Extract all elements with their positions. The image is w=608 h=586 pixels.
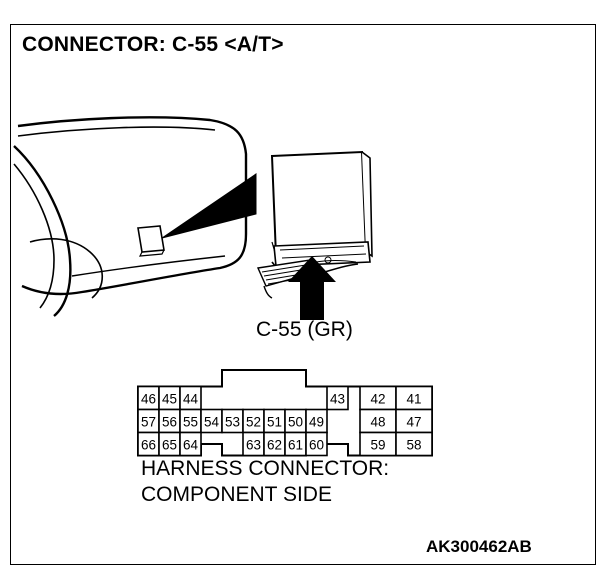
pin-number-47: 47 [406,415,421,430]
pin-number-65: 65 [162,438,177,453]
pin-cell-64 [179,431,202,457]
pin-number-59: 59 [370,438,385,453]
pin-number-44: 44 [183,392,199,407]
pin-number-64: 64 [183,438,199,453]
pin-number-43: 43 [330,392,345,407]
pin-number-49: 49 [309,415,324,430]
pin-number-61: 61 [288,438,303,453]
dashboard-illustration [13,116,373,320]
pin-number-52: 52 [246,415,261,430]
diagram-frame [10,24,596,565]
connector-location-marker [137,225,165,257]
pin-number-41: 41 [406,392,421,407]
steering-wheel-outer [13,145,72,317]
pin-number-56: 56 [162,415,177,430]
steering-wheel-inner [13,163,55,309]
lower-dash-line [71,255,226,277]
pin-number-53: 53 [225,415,240,430]
pin-number-57: 57 [141,415,156,430]
pin-number-50: 50 [288,415,303,430]
pin-cell-60 [305,431,328,457]
pin-group: 46 45 44 43 42 41 57 56 55 54 53 52 51 50 49 48 47 66 65 64… [137,369,433,457]
pin-number-46: 46 [141,392,156,407]
diagram-code: AK300462AB [426,537,532,556]
pin-number-55: 55 [183,415,198,430]
pin-number-60: 60 [309,438,324,453]
control-unit-module [270,150,373,258]
dashboard-outline [17,116,248,296]
connector-callout-label: C-55 (GR) [256,318,353,341]
pin-number-54: 54 [204,415,220,430]
dashboard-rim [17,126,216,137]
connector-title: CONNECTOR: C-55 <A/T> [22,33,284,56]
pin-number-62: 62 [267,438,282,453]
pin-number-63: 63 [246,438,261,453]
harness-label-line1: HARNESS CONNECTOR: [141,457,390,480]
pin-number-51: 51 [267,415,282,430]
pin-number-58: 58 [406,438,421,453]
harness-connector-label: HARNESS CONNECTOR: COMPONENT SIDE [141,456,389,508]
harness-label-line2: COMPONENT SIDE [141,483,332,506]
pin-cell-58 [395,431,433,457]
pin-number-45: 45 [162,392,177,407]
steering-column [29,238,104,299]
pin-number-42: 42 [370,392,385,407]
callout-wedge [161,173,257,239]
callout-arrow [288,256,336,320]
wire-harness [256,256,357,299]
pin-number-48: 48 [370,415,385,430]
pin-number-66: 66 [141,438,156,453]
pin-cell-43 [326,385,349,411]
